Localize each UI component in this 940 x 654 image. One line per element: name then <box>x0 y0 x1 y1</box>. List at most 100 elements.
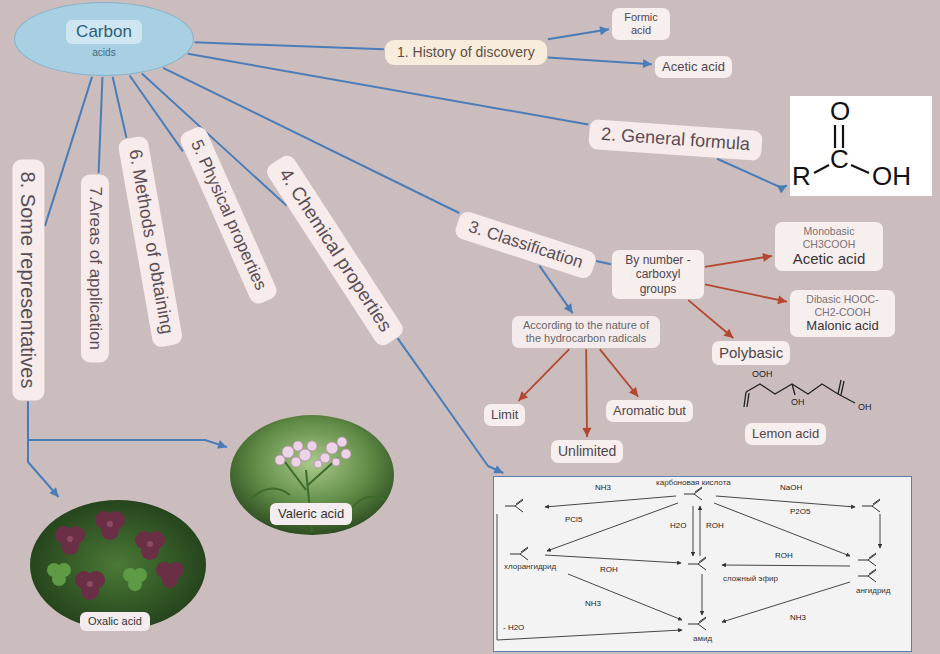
compound-name: амид <box>693 635 712 643</box>
arrow-head <box>582 428 591 437</box>
photo-caption: Valeric acid <box>270 503 352 525</box>
connector <box>600 349 638 397</box>
connector-line <box>113 77 127 138</box>
topic-title: Carbon <box>66 20 142 43</box>
node-label: Aromatic but <box>613 403 686 419</box>
leaf-box: Lemon acid <box>745 423 826 445</box>
connector-line <box>705 284 787 301</box>
node-label: 1. History of discovery <box>397 44 535 61</box>
central-ellipse: Carbon acids <box>14 2 194 76</box>
connector-line <box>600 349 638 397</box>
arrow-head <box>217 440 227 449</box>
connector <box>717 159 787 194</box>
formula-bonds <box>814 125 869 173</box>
compound-name: сложный эфир <box>723 575 778 583</box>
arrow-head <box>724 329 734 338</box>
leaf-box: Formic acid <box>612 8 670 40</box>
leaf-box: Limit <box>484 404 525 426</box>
node-label: Dibasic HOOC- CH2-COOH <box>797 293 888 318</box>
arrow-head <box>777 295 787 304</box>
valerian-photo <box>230 415 394 535</box>
connector-line <box>99 77 103 173</box>
connector <box>548 58 652 69</box>
photo-node: Valeric acid <box>230 415 395 535</box>
scheme-ground <box>493 476 912 652</box>
node-label: Malonic acid <box>797 318 888 334</box>
node-label: Lemon acid <box>752 426 819 442</box>
arrow-head <box>519 391 529 401</box>
leaf-box: Acetic acid <box>655 56 732 78</box>
compound-name: хлорангидрид <box>504 563 556 571</box>
atom-symbol: O <box>830 98 850 124</box>
branch-label: 7.Areas of application <box>81 174 109 362</box>
formula-fragment: OOH <box>752 370 773 379</box>
reagent-label: ROH <box>600 566 618 574</box>
connector <box>688 300 733 338</box>
reagent-label: NH3 <box>585 600 601 608</box>
topic-subtitle: acids <box>92 47 115 58</box>
connector <box>705 253 772 267</box>
formula-box: OCROH <box>790 96 932 196</box>
connector-line <box>548 58 652 65</box>
node-label: 5. Physical properties <box>185 137 270 294</box>
reagent-label: NaOH <box>780 484 802 492</box>
lemon-acid-structure <box>744 380 855 407</box>
scheme-molecules <box>505 487 880 630</box>
connector <box>28 402 59 498</box>
atom-symbol: C <box>830 146 849 172</box>
arrow-head <box>629 387 638 397</box>
connector <box>99 77 103 173</box>
category-box: By number - carboxyl groups <box>612 250 704 299</box>
node-label: Formic acid <box>619 11 663 37</box>
scheme-arrows <box>497 496 880 640</box>
connector <box>519 349 570 401</box>
arrow-head <box>762 253 772 262</box>
photo-caption: Oxalic acid <box>80 612 150 631</box>
connector-line <box>596 261 611 264</box>
connector-line <box>28 402 59 498</box>
category-box: Monobasic CH3COOHAcetic acid <box>775 222 883 271</box>
connector <box>548 26 609 39</box>
connector-line <box>195 42 384 49</box>
connector <box>582 349 591 437</box>
reagent-label: NH3 <box>595 484 611 492</box>
node-label: Acetic acid <box>662 59 725 75</box>
node-label: Limit <box>491 407 518 423</box>
branch-label: 6. Methods of obtaining <box>117 135 183 348</box>
connector-line <box>585 349 588 437</box>
node-label: By number - carboxyl groups <box>619 253 697 296</box>
formula-fragment: OH <box>858 403 872 412</box>
arrow-head <box>564 303 573 313</box>
arrow-head <box>493 465 503 473</box>
node-label: 6. Methods of obtaining <box>123 148 177 336</box>
node-label: According to the nature of the hydrocarb… <box>519 319 653 345</box>
reagent-label: H2O <box>670 522 686 530</box>
reaction-scheme: карбоновая кислотахлорангидридсложный эф… <box>493 476 912 652</box>
connector <box>596 261 611 264</box>
category-box: According to the nature of the hydrocarb… <box>512 316 660 348</box>
reagent-label: ROH <box>706 522 724 530</box>
leaf-box: Aromatic but <box>606 400 693 422</box>
photo-node: Oxalic acid <box>30 500 206 630</box>
reagent-label: NH3 <box>790 614 806 622</box>
connector-line <box>705 256 772 267</box>
reagent-label: PCl5 <box>565 516 582 524</box>
reagent-label: - H2O <box>503 624 524 632</box>
node-label: 2. General formula <box>600 124 750 156</box>
arrow-head <box>643 59 652 68</box>
oxalis-photo <box>30 500 206 630</box>
node-label: Acetic acid <box>782 250 876 268</box>
branch-label: 1. History of discovery <box>385 40 547 65</box>
branch-label: 8. Some representatives <box>12 160 44 401</box>
reagent-label: P2O5 <box>790 508 810 516</box>
connector <box>705 284 787 304</box>
arrow-head <box>777 185 787 193</box>
connector-line <box>519 349 570 401</box>
connector <box>28 402 227 449</box>
connector-line <box>688 300 733 338</box>
arrow-head <box>599 26 609 35</box>
connector <box>113 77 127 138</box>
node-label: 4. Chemical properties <box>274 164 397 336</box>
branch-label: 3. Classification <box>453 210 598 281</box>
radical-symbol: R <box>792 163 811 189</box>
